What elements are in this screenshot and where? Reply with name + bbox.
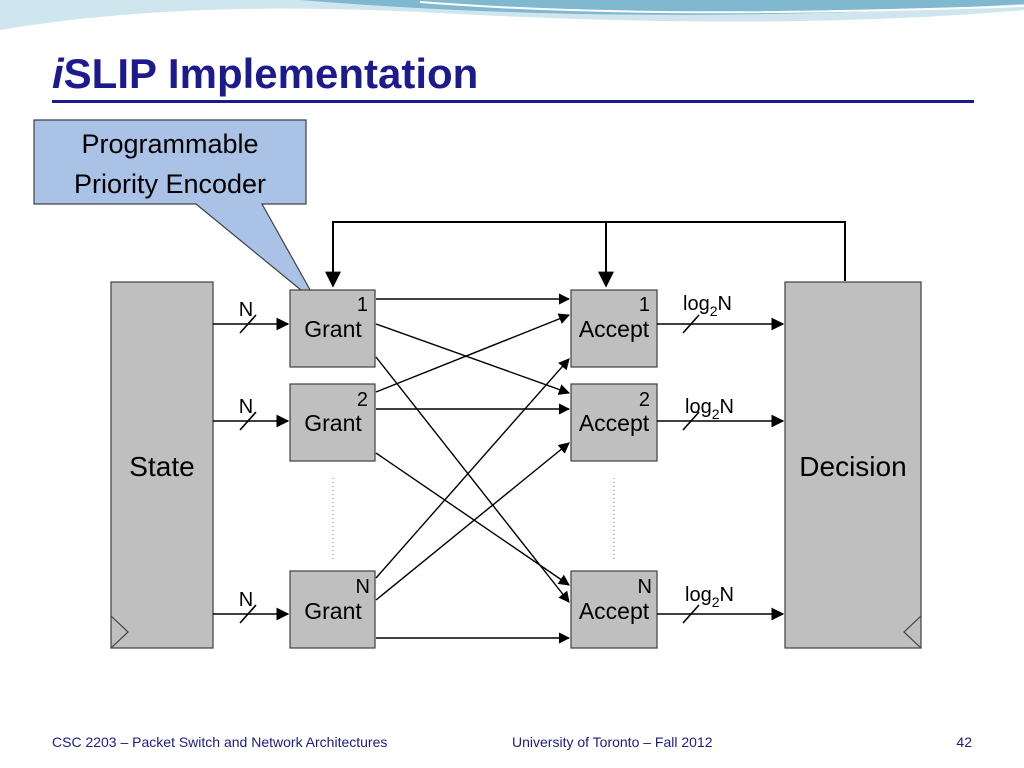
grant-n-label: Grant [304,598,362,624]
callout-line-1: Programmable [81,129,258,159]
decision-block: Decision [784,281,922,649]
state-to-grant-buses [213,314,290,624]
feedback-lines [325,221,846,288]
accept-2-index: 2 [639,389,650,411]
state-label: State [129,451,194,482]
accept-1-label: Accept [579,316,650,342]
grant-2-bus-label: N [239,396,253,418]
grant-n-bus-label: N [239,589,253,611]
grant-n-index: N [356,576,370,598]
grant-block-2: 2 Grant [289,383,376,462]
grant-2-index: 2 [357,389,368,411]
callout-priority-encoder: Programmable Priority Encoder [33,119,319,305]
decision-label: Decision [799,451,906,482]
grant-2-label: Grant [304,410,362,436]
state-clock-icon [110,615,129,649]
accept-block-2: 2 Accept [570,383,658,462]
accept-n-index: N [638,576,652,598]
title-underline [52,100,974,103]
page-title: iSLIP Implementation [52,50,478,98]
accept-block-1: 1 Accept [570,289,658,368]
title-italic-part: i [52,50,64,97]
footer-university: University of Toronto – Fall 2012 [512,734,713,750]
grant-1-bus-label: N [239,299,253,321]
title-main-part: SLIP Implementation [63,50,479,97]
accept-n-label: Accept [579,598,650,624]
grant-block-n: N Grant [289,570,376,649]
accept-n-bus-label: log2N [685,584,734,610]
footer-page-number: 42 [956,734,972,750]
accept-2-bus-label: log2N [685,396,734,422]
accept-block-n: N Accept [570,570,658,649]
grant-1-label: Grant [304,316,362,342]
header-wave-decoration [0,0,1024,30]
footer-course: CSC 2203 – Packet Switch and Network Arc… [52,734,388,750]
callout-line-2: Priority Encoder [74,169,266,199]
grant-block-1: 1 Grant [289,289,376,368]
accept-1-bus-label: log2N [683,293,732,319]
grant-1-index: 1 [357,294,368,316]
accept-to-decision-buses [657,314,785,624]
decision-clock-icon [903,615,922,649]
callout-shape [33,119,319,305]
state-block: State [110,281,214,649]
accept-2-label: Accept [579,410,650,436]
accept-1-index: 1 [639,294,650,316]
grant-accept-crossbar [375,293,571,644]
